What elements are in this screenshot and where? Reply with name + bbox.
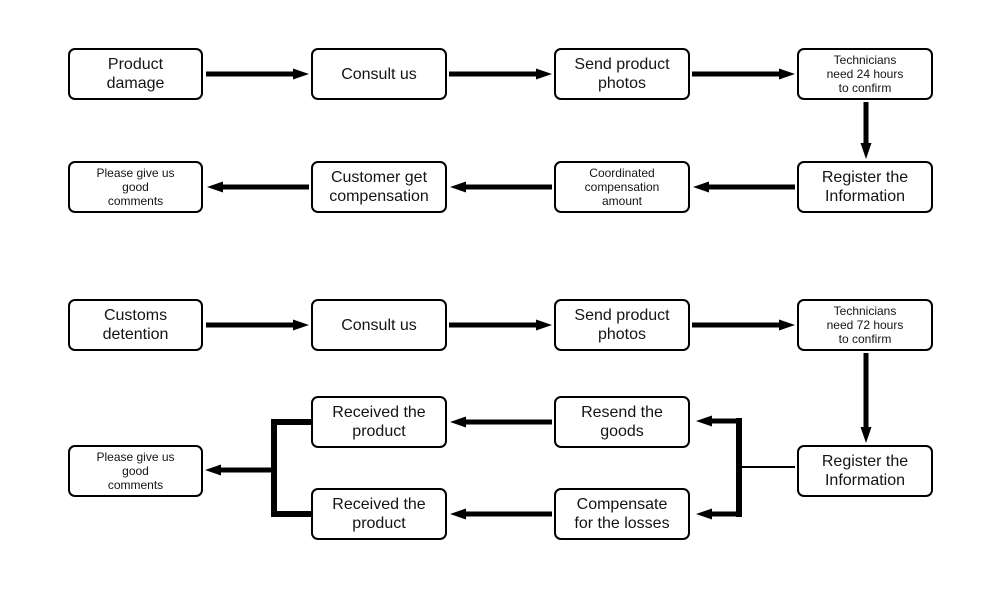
node-consult-us-1: Consult us: [311, 48, 447, 100]
node-coordinated-compensation: Coordinated compensation amount: [554, 161, 690, 213]
node-received-product-1: Received the product: [311, 396, 447, 448]
node-technicians-24h: Technicians need 24 hours to confirm: [797, 48, 933, 100]
node-customer-get-compensation: Customer get compensation: [311, 161, 447, 213]
node-consult-us-2: Consult us: [311, 299, 447, 351]
connector-received-merge-bracket: [271, 419, 313, 517]
node-technicians-72h: Technicians need 72 hours to confirm: [797, 299, 933, 351]
node-compensate-losses: Compensate for the losses: [554, 488, 690, 540]
node-register-information-2: Register the Information: [797, 445, 933, 497]
node-good-comments-1: Please give us good comments: [68, 161, 203, 213]
node-customs-detention: Customs detention: [68, 299, 203, 351]
node-resend-goods: Resend the goods: [554, 396, 690, 448]
node-received-product-2: Received the product: [311, 488, 447, 540]
node-register-information-1: Register the Information: [797, 161, 933, 213]
node-good-comments-2: Please give us good comments: [68, 445, 203, 497]
node-send-product-photos-2: Send product photos: [554, 299, 690, 351]
node-product-damage: Product damage: [68, 48, 203, 100]
node-send-product-photos-1: Send product photos: [554, 48, 690, 100]
